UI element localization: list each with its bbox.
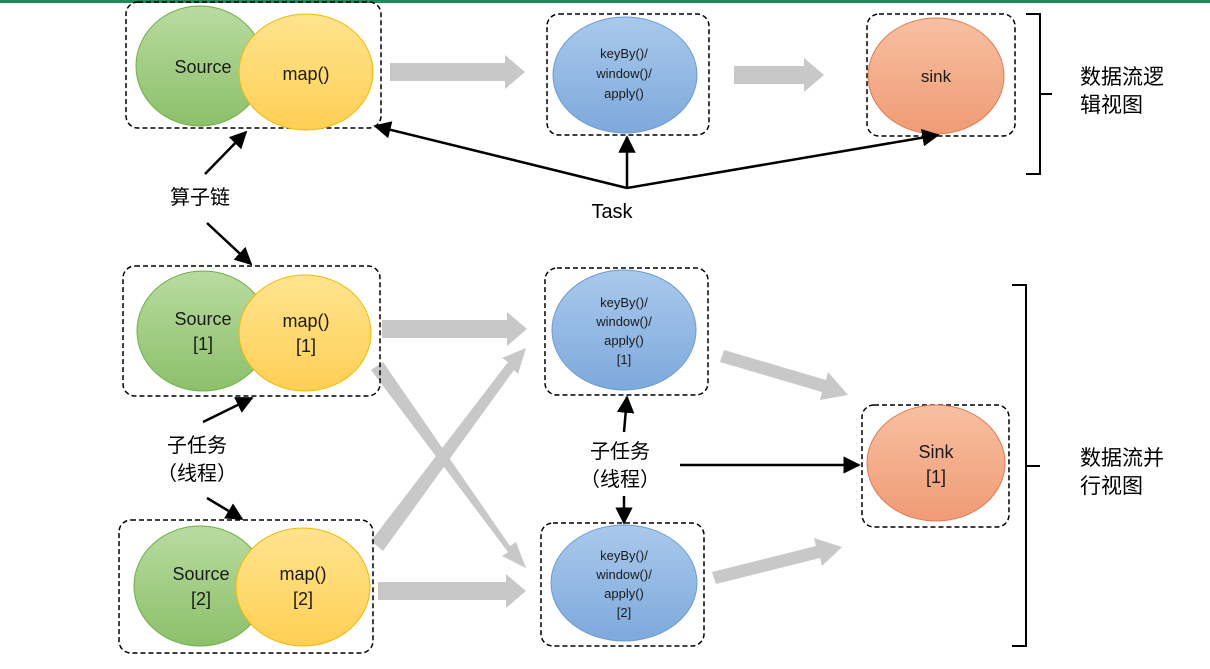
keyby1-node [551, 269, 697, 391]
keyby1-line-2: window()/ [595, 314, 652, 329]
parallel-keyby-box-2: keyBy()/ window()/ apply() [2] [540, 522, 705, 647]
subtask-mid-arrows [615, 395, 861, 525]
parallel-sink-box: Sink [1] [861, 404, 1010, 528]
logical-map-label: map() [282, 64, 329, 84]
logical-flow-arrow-1 [390, 55, 525, 89]
logical-view-bracket [1026, 13, 1052, 175]
parallel-view-label-2: 行视图 [1080, 475, 1143, 498]
subtask-left-arrows [202, 396, 254, 521]
flow-arrow-map2-keyby1 [371, 348, 526, 551]
flow-arrow-keyby1-sink [720, 350, 848, 400]
source1-label-2: [1] [193, 334, 213, 354]
keyby2-line-3: apply() [604, 586, 644, 601]
map1-label-2: [1] [296, 336, 316, 356]
chain-label: 算子链 [170, 186, 230, 209]
keyby1-line-3: apply() [604, 333, 644, 348]
keyby2-line-2: window()/ [595, 567, 652, 582]
subtask-left-label-1: 子任务 [167, 434, 227, 457]
logical-keyby-line-1: keyBy()/ [600, 46, 648, 61]
logical-view-label-2: 辑视图 [1080, 94, 1143, 117]
keyby2-line-4: [2] [617, 605, 631, 620]
keyby2-node [550, 524, 698, 642]
logical-source-label: Source [174, 57, 231, 77]
flow-arrow-keyby2-sink [712, 538, 842, 584]
flow-arrow-map2-keyby2 [378, 574, 526, 608]
logical-keyby-line-3: apply() [604, 86, 644, 101]
map2-label-2: [2] [293, 589, 313, 609]
map1-node [238, 274, 372, 392]
keyby1-line-1: keyBy()/ [600, 295, 648, 310]
parallel-chain-box-2: Source [2] map() [2] [118, 519, 374, 654]
flow-arrow-map1-keyby2 [371, 362, 526, 568]
logical-sink-label: sink [921, 67, 952, 86]
source1-label-1: Source [174, 309, 231, 329]
chain-arrows [204, 130, 253, 266]
logical-flow-arrow-2 [734, 58, 824, 92]
parallel-keyby-box-1: keyBy()/ window()/ apply() [1] [544, 267, 709, 396]
parallel-chain-box-1: Source [1] map() [1] [122, 265, 381, 397]
logical-view-label-1: 数据流逻 [1080, 66, 1164, 89]
flow-arrow-map1-keyby1 [382, 312, 527, 346]
source2-label-1: Source [172, 564, 229, 584]
top-rule [0, 0, 1210, 3]
task-arrows [373, 121, 940, 190]
parallel-flow-arrows [371, 312, 848, 608]
logical-keyby-line-2: window()/ [595, 66, 652, 81]
map2-node [235, 527, 371, 647]
logical-keyby-box: keyBy()/ window()/ apply() [546, 13, 710, 136]
logical-sink-box: sink [866, 13, 1016, 137]
parallel-view-label-1: 数据流并 [1080, 447, 1164, 470]
logical-map-node [238, 13, 374, 131]
logical-keyby-node [552, 16, 698, 134]
sink1-label-1: Sink [918, 442, 954, 462]
map2-label-1: map() [279, 564, 326, 584]
parallel-view-bracket [1012, 284, 1040, 647]
subtask-mid-label-2: （线程） [580, 468, 660, 491]
sink1-label-2: [1] [926, 467, 946, 487]
sink1-node [866, 404, 1006, 522]
logical-chain-box: Source map() [125, 1, 382, 131]
source2-label-2: [2] [191, 589, 211, 609]
subtask-left-label-2: （线程） [157, 462, 237, 485]
keyby1-line-4: [1] [617, 352, 631, 367]
subtask-mid-label-1: 子任务 [590, 440, 650, 463]
keyby2-line-1: keyBy()/ [600, 548, 648, 563]
task-label: Task [591, 201, 633, 223]
map1-label-1: map() [282, 311, 329, 331]
